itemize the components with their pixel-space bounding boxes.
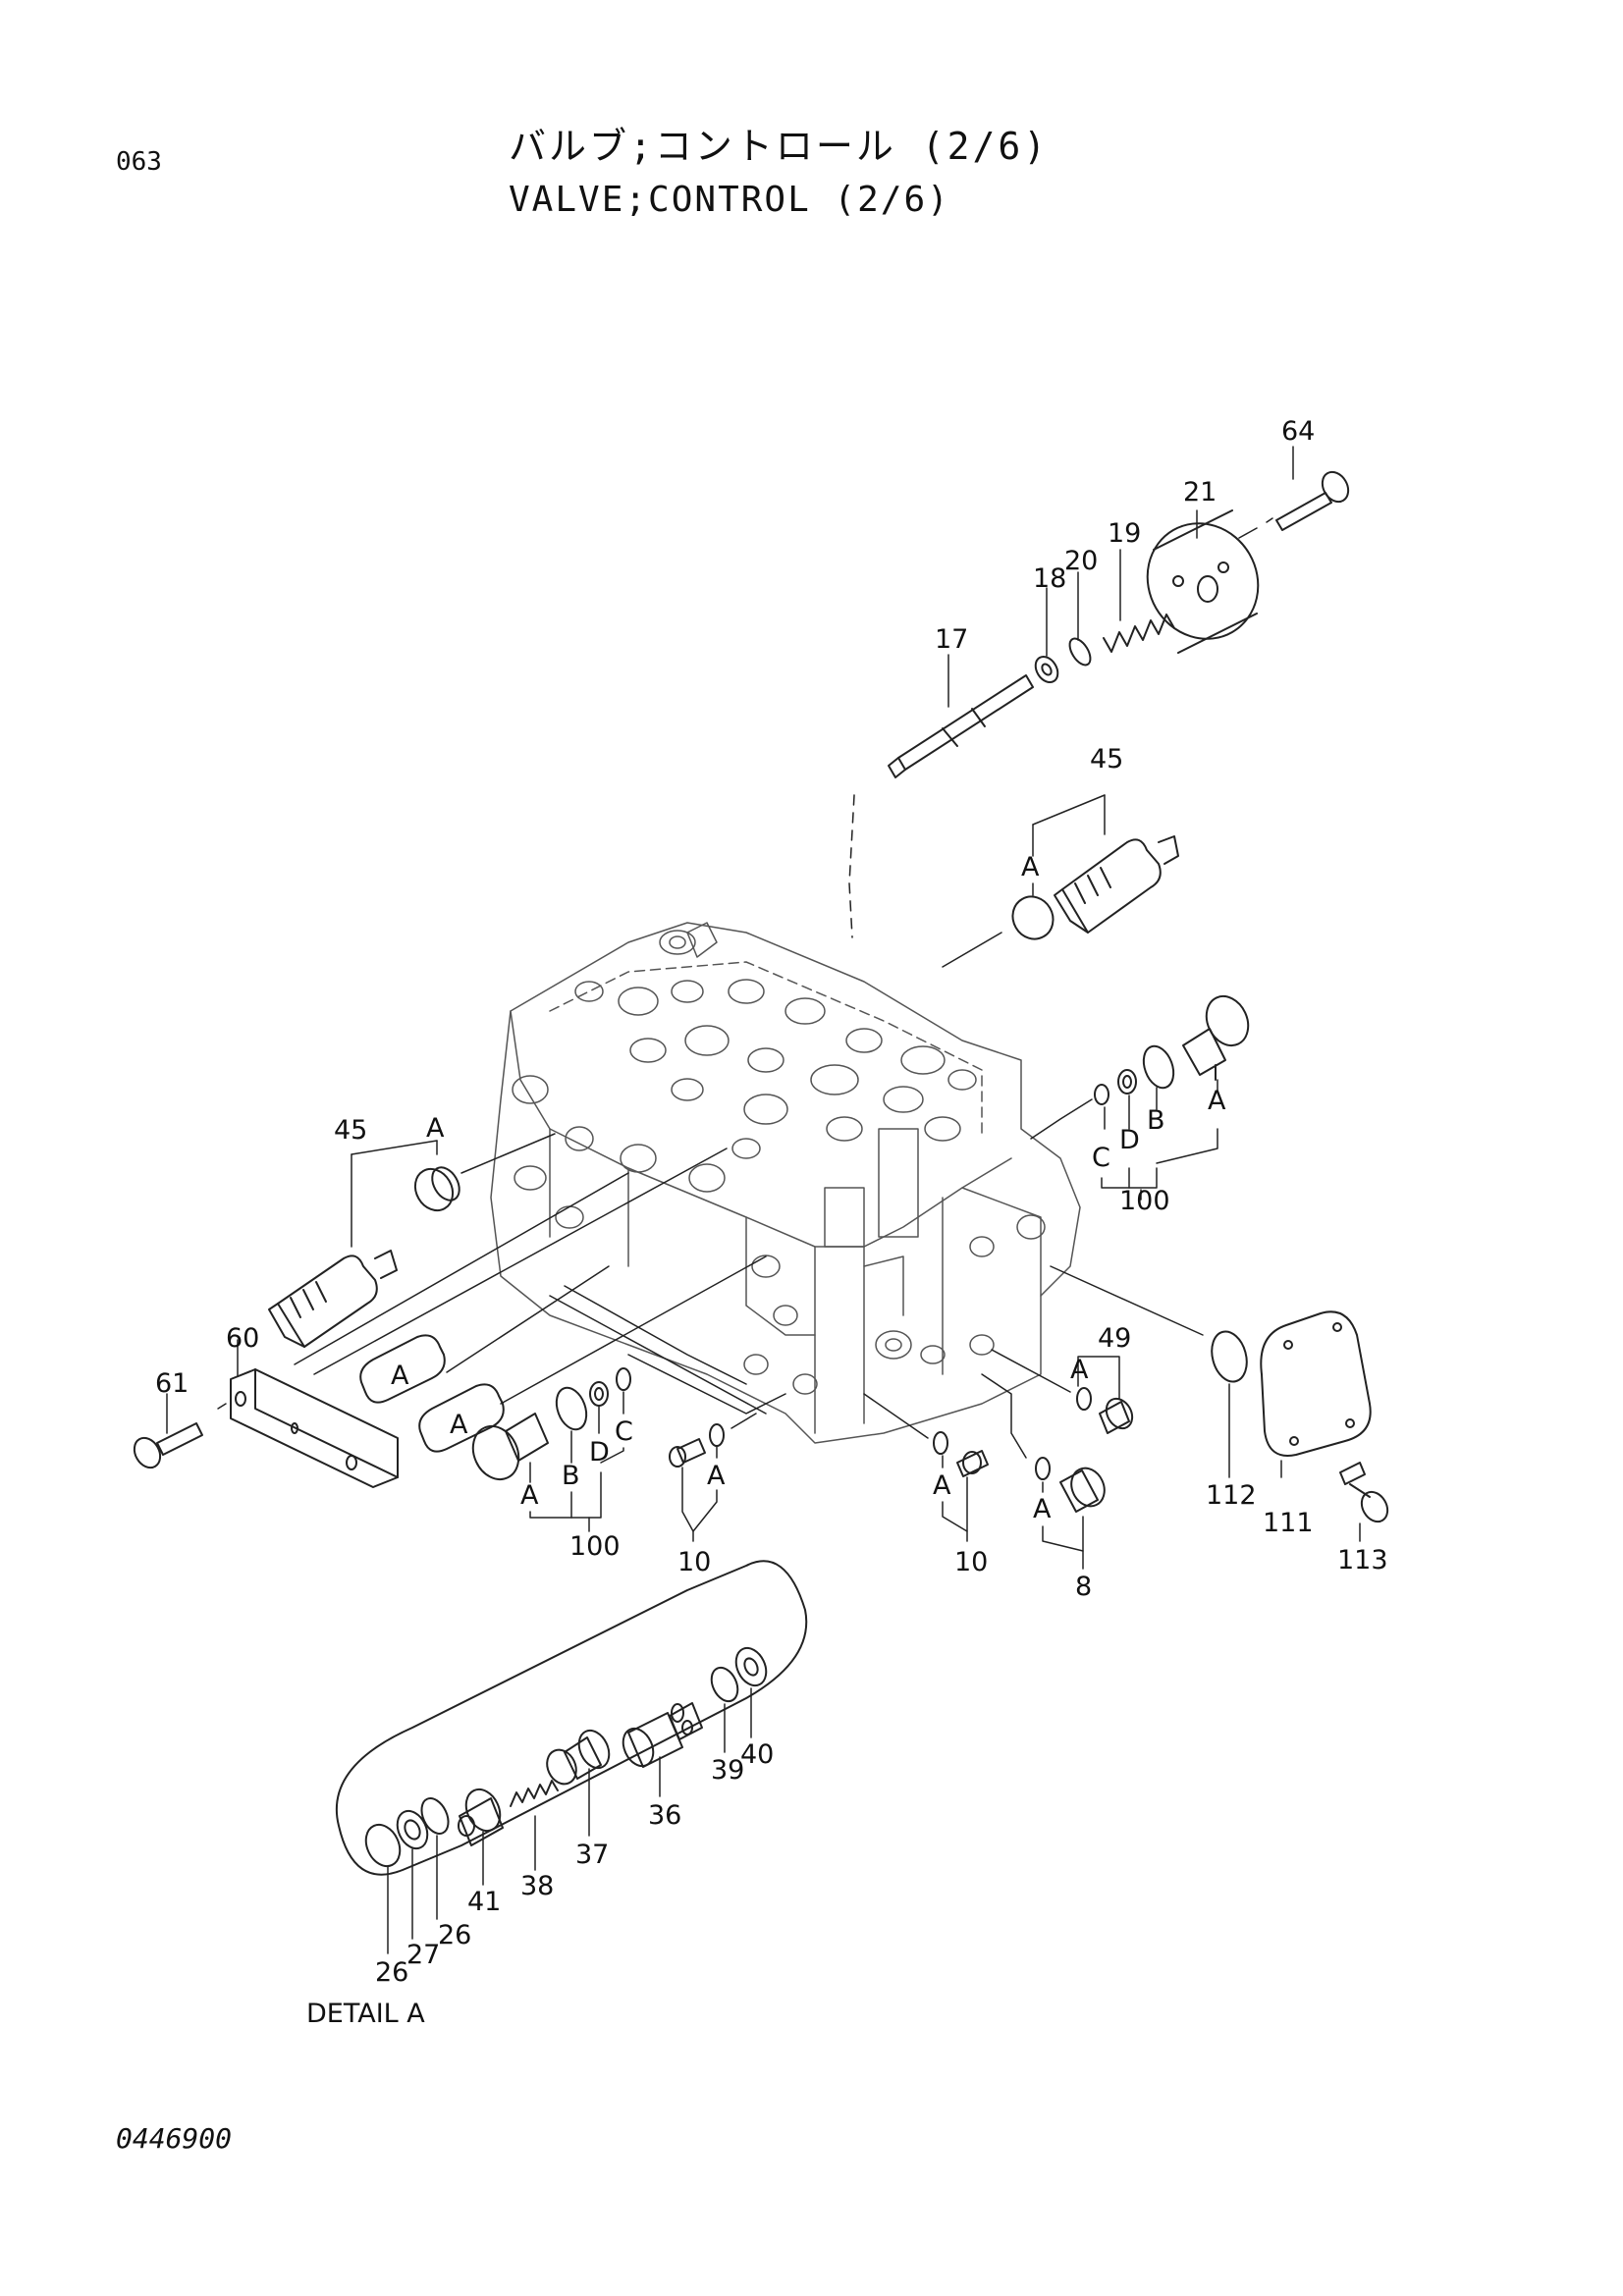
callout-b-left100: B	[562, 1461, 580, 1491]
page-number: 063	[116, 147, 162, 177]
part-45-relief-valve-left	[268, 1166, 460, 1348]
right-part-leaders	[1050, 1265, 1361, 1542]
part-64-bolt	[1275, 470, 1350, 531]
callout-a-left100: A	[520, 1480, 539, 1511]
part-8-plug	[1035, 1457, 1106, 1513]
right45-leaders	[942, 794, 1106, 968]
callout-17: 17	[935, 624, 968, 655]
callout-45-right: 45	[1090, 744, 1123, 774]
callout-111: 111	[1263, 1508, 1314, 1538]
title-japanese: バルブ;コントロール (2/6)	[509, 125, 1050, 168]
part-113-bolt	[1339, 1462, 1389, 1523]
callout-26-upper: 26	[438, 1920, 471, 1950]
callout-26-lower: 26	[375, 1957, 408, 1988]
document-code: 0446900	[116, 2122, 233, 2155]
part-10-plug-left	[669, 1423, 725, 1468]
part-20-o-ring	[1068, 637, 1092, 667]
callout-d-right100: D	[1119, 1125, 1140, 1155]
capsule-a-2: A	[450, 1410, 468, 1440]
valve-body-ports	[512, 930, 1046, 1395]
detail-a-parts	[364, 1646, 768, 1868]
callout-113: 113	[1337, 1545, 1388, 1575]
part-60-plate	[230, 1368, 399, 1488]
part-8-leaders	[981, 1373, 1084, 1570]
lower10-left-leaders	[681, 1413, 757, 1542]
right100-leaders	[1030, 1079, 1218, 1201]
part-111-cover	[1260, 1310, 1372, 1457]
callout-27: 27	[406, 1940, 440, 1970]
part-21-cap	[1146, 509, 1260, 654]
part-18-washer	[1034, 655, 1059, 684]
top-leaders	[848, 446, 1294, 938]
left100-leaders	[529, 1391, 624, 1532]
left-part-leaders	[166, 1339, 239, 1434]
callout-45-left: 45	[334, 1115, 367, 1146]
callout-lines-left	[294, 1148, 786, 1415]
callout-c-left100: C	[615, 1416, 633, 1447]
part-61-bolt	[133, 1422, 203, 1469]
callout-19: 19	[1108, 518, 1141, 549]
callout-8: 8	[1075, 1572, 1092, 1602]
part-10-plug-right	[933, 1431, 989, 1477]
a-capsule-1	[359, 1334, 446, 1404]
callout-37: 37	[575, 1840, 609, 1870]
lower10-right-leaders	[863, 1393, 968, 1542]
left45-leaders	[351, 1133, 556, 1248]
callout-a-lower10-left: A	[707, 1461, 726, 1491]
callout-a-right45: A	[1021, 852, 1040, 882]
callout-21: 21	[1183, 477, 1217, 507]
callout-49: 49	[1098, 1323, 1131, 1354]
callout-10-left: 10	[677, 1547, 711, 1577]
callout-a-right100: A	[1208, 1086, 1226, 1116]
part-19-spring	[1103, 614, 1175, 653]
callout-a-lower10-right: A	[933, 1470, 951, 1501]
callout-a-49: A	[1070, 1355, 1089, 1385]
callout-labels: 64 21 19 20 18 17 45 A A B D C 100 45 A …	[155, 416, 1388, 2029]
title-english: VALVE;CONTROL (2/6)	[509, 180, 950, 220]
a-capsule-2	[418, 1383, 505, 1453]
callout-61: 61	[155, 1368, 189, 1399]
callout-36: 36	[648, 1800, 681, 1831]
callout-a-8: A	[1033, 1494, 1052, 1524]
callout-39: 39	[711, 1755, 744, 1786]
callout-c-right100: C	[1092, 1143, 1110, 1173]
part-49-plug	[1076, 1387, 1134, 1434]
callout-40: 40	[740, 1739, 774, 1770]
callout-38: 38	[520, 1871, 554, 1901]
part-100-plug-right	[1094, 994, 1250, 1105]
callout-d-left100: D	[589, 1437, 610, 1468]
valve-body	[490, 922, 1081, 1444]
part-45-relief-valve-right	[1011, 835, 1179, 940]
detail-a-label: DETAIL A	[306, 1999, 425, 2029]
detail-a-leaders	[387, 1687, 752, 1954]
callout-20: 20	[1064, 546, 1098, 576]
callout-18: 18	[1033, 563, 1066, 594]
callout-b-right100: B	[1147, 1105, 1165, 1136]
callout-100-right: 100	[1119, 1186, 1170, 1216]
callout-41: 41	[467, 1887, 501, 1917]
callout-64: 64	[1281, 416, 1315, 447]
callout-112: 112	[1206, 1480, 1257, 1511]
callout-60: 60	[226, 1323, 259, 1354]
part-49-leaders	[991, 1349, 1120, 1400]
part-17-spool	[888, 674, 1034, 778]
callout-a-left45: A	[426, 1113, 445, 1144]
callout-10-right: 10	[954, 1547, 988, 1577]
detail-a-boundary	[335, 1560, 808, 1876]
capsule-a-1: A	[391, 1361, 409, 1391]
part-112-o-ring	[1211, 1330, 1248, 1383]
callout-100-left: 100	[569, 1531, 621, 1562]
